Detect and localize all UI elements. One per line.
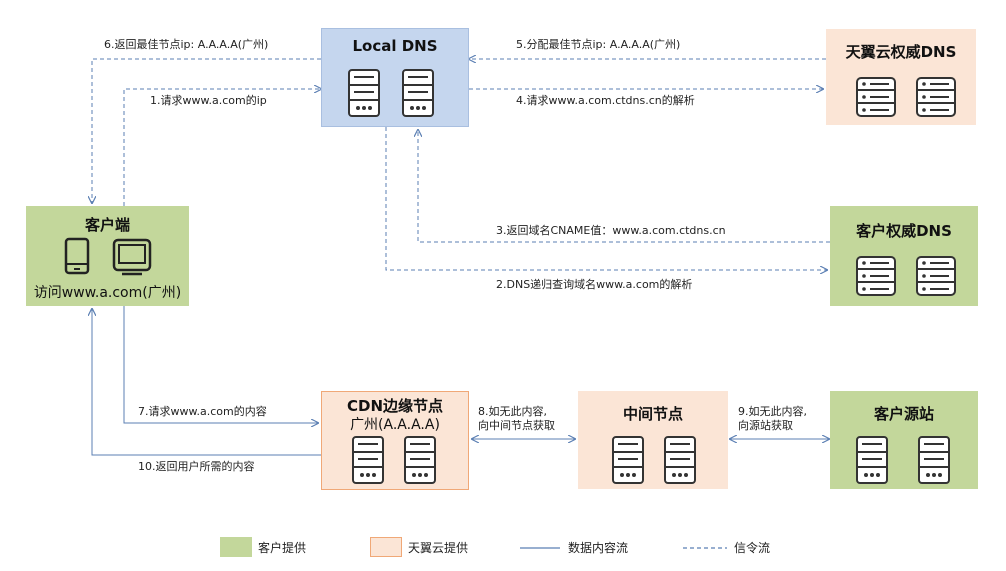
origin-title: 客户源站 xyxy=(873,405,934,423)
edge-6 xyxy=(92,58,321,203)
server-icon xyxy=(664,436,696,484)
customer-dns-title: 客户权威DNS xyxy=(856,222,952,240)
origin-node: 客户源站 xyxy=(830,391,978,489)
server-icon xyxy=(404,436,436,484)
edge-1 xyxy=(123,89,321,206)
client-subtitle: 访问www.a.com(广州) xyxy=(33,285,182,301)
step-9-label-line2: 向源站获取 xyxy=(738,419,793,432)
local-dns-title: Local DNS xyxy=(352,37,438,55)
legend-tianyi-label: 天翼云提供 xyxy=(408,541,469,555)
server-icon xyxy=(856,436,888,484)
server-icon xyxy=(916,77,956,117)
cdn-edge-subtitle: 广州(A.A.A.A) xyxy=(350,417,440,433)
server-icon xyxy=(612,436,644,484)
server-icon xyxy=(402,69,434,117)
step-4-label: 4.请求www.a.com.ctdns.cn的解析 xyxy=(516,94,695,107)
step-7-label: 7.请求www.a.com的内容 xyxy=(138,405,267,418)
step-1-label: 1.请求www.a.com的ip xyxy=(150,94,267,107)
client-title: 客户端 xyxy=(84,216,130,234)
customer-dns-node: 客户权威DNS xyxy=(830,206,978,306)
step-6-label: 6.返回最佳节点ip: A.A.A.A(广州) xyxy=(104,38,269,51)
step-2-label: 2.DNS递归查询域名www.a.com的解析 xyxy=(496,278,693,291)
step-5-label: 5.分配最佳节点ip: A.A.A.A(广州) xyxy=(516,38,681,51)
step-8-label-line2: 向中间节点获取 xyxy=(478,419,555,432)
legend-data-flow-label: 数据内容流 xyxy=(568,541,629,555)
server-icon xyxy=(856,77,896,117)
edge-7 xyxy=(123,306,318,423)
monitor-icon xyxy=(112,238,152,276)
step-3-label: 3.返回域名CNAME值：www.a.com.ctdns.cn xyxy=(496,224,726,237)
middle-node-title: 中间节点 xyxy=(622,405,683,423)
cdn-edge-title: CDN边缘节点 xyxy=(346,397,443,415)
step-9-label-line1: 9.如无此内容, xyxy=(738,405,807,418)
legend-dashed-line xyxy=(683,547,727,549)
tianyi-dns-title: 天翼云权威DNS xyxy=(845,43,957,61)
server-icon xyxy=(856,256,896,296)
edge-3 xyxy=(418,130,830,243)
legend-tianyi-swatch xyxy=(370,537,402,557)
legend-signal-flow-label: 信令流 xyxy=(734,541,771,555)
cdn-edge-node: CDN边缘节点 广州(A.A.A.A) xyxy=(321,391,469,490)
legend-customer-label: 客户提供 xyxy=(258,541,307,555)
edge-10 xyxy=(92,309,321,456)
tianyi-dns-node: 天翼云权威DNS xyxy=(826,29,976,125)
local-dns-node: Local DNS xyxy=(321,28,469,127)
middle-node: 中间节点 xyxy=(578,391,728,489)
server-icon xyxy=(918,436,950,484)
step-8-label-line1: 8.如无此内容, xyxy=(478,405,547,418)
phone-icon xyxy=(64,237,90,275)
step-10-label: 10.返回用户所需的内容 xyxy=(138,460,255,473)
server-icon xyxy=(348,69,380,117)
edge-2 xyxy=(385,127,827,270)
legend-solid-line xyxy=(520,547,560,549)
server-icon xyxy=(916,256,956,296)
legend-customer-swatch xyxy=(220,537,252,557)
server-icon xyxy=(352,436,384,484)
client-node: 客户端 访问www.a.com(广州) xyxy=(26,206,189,306)
